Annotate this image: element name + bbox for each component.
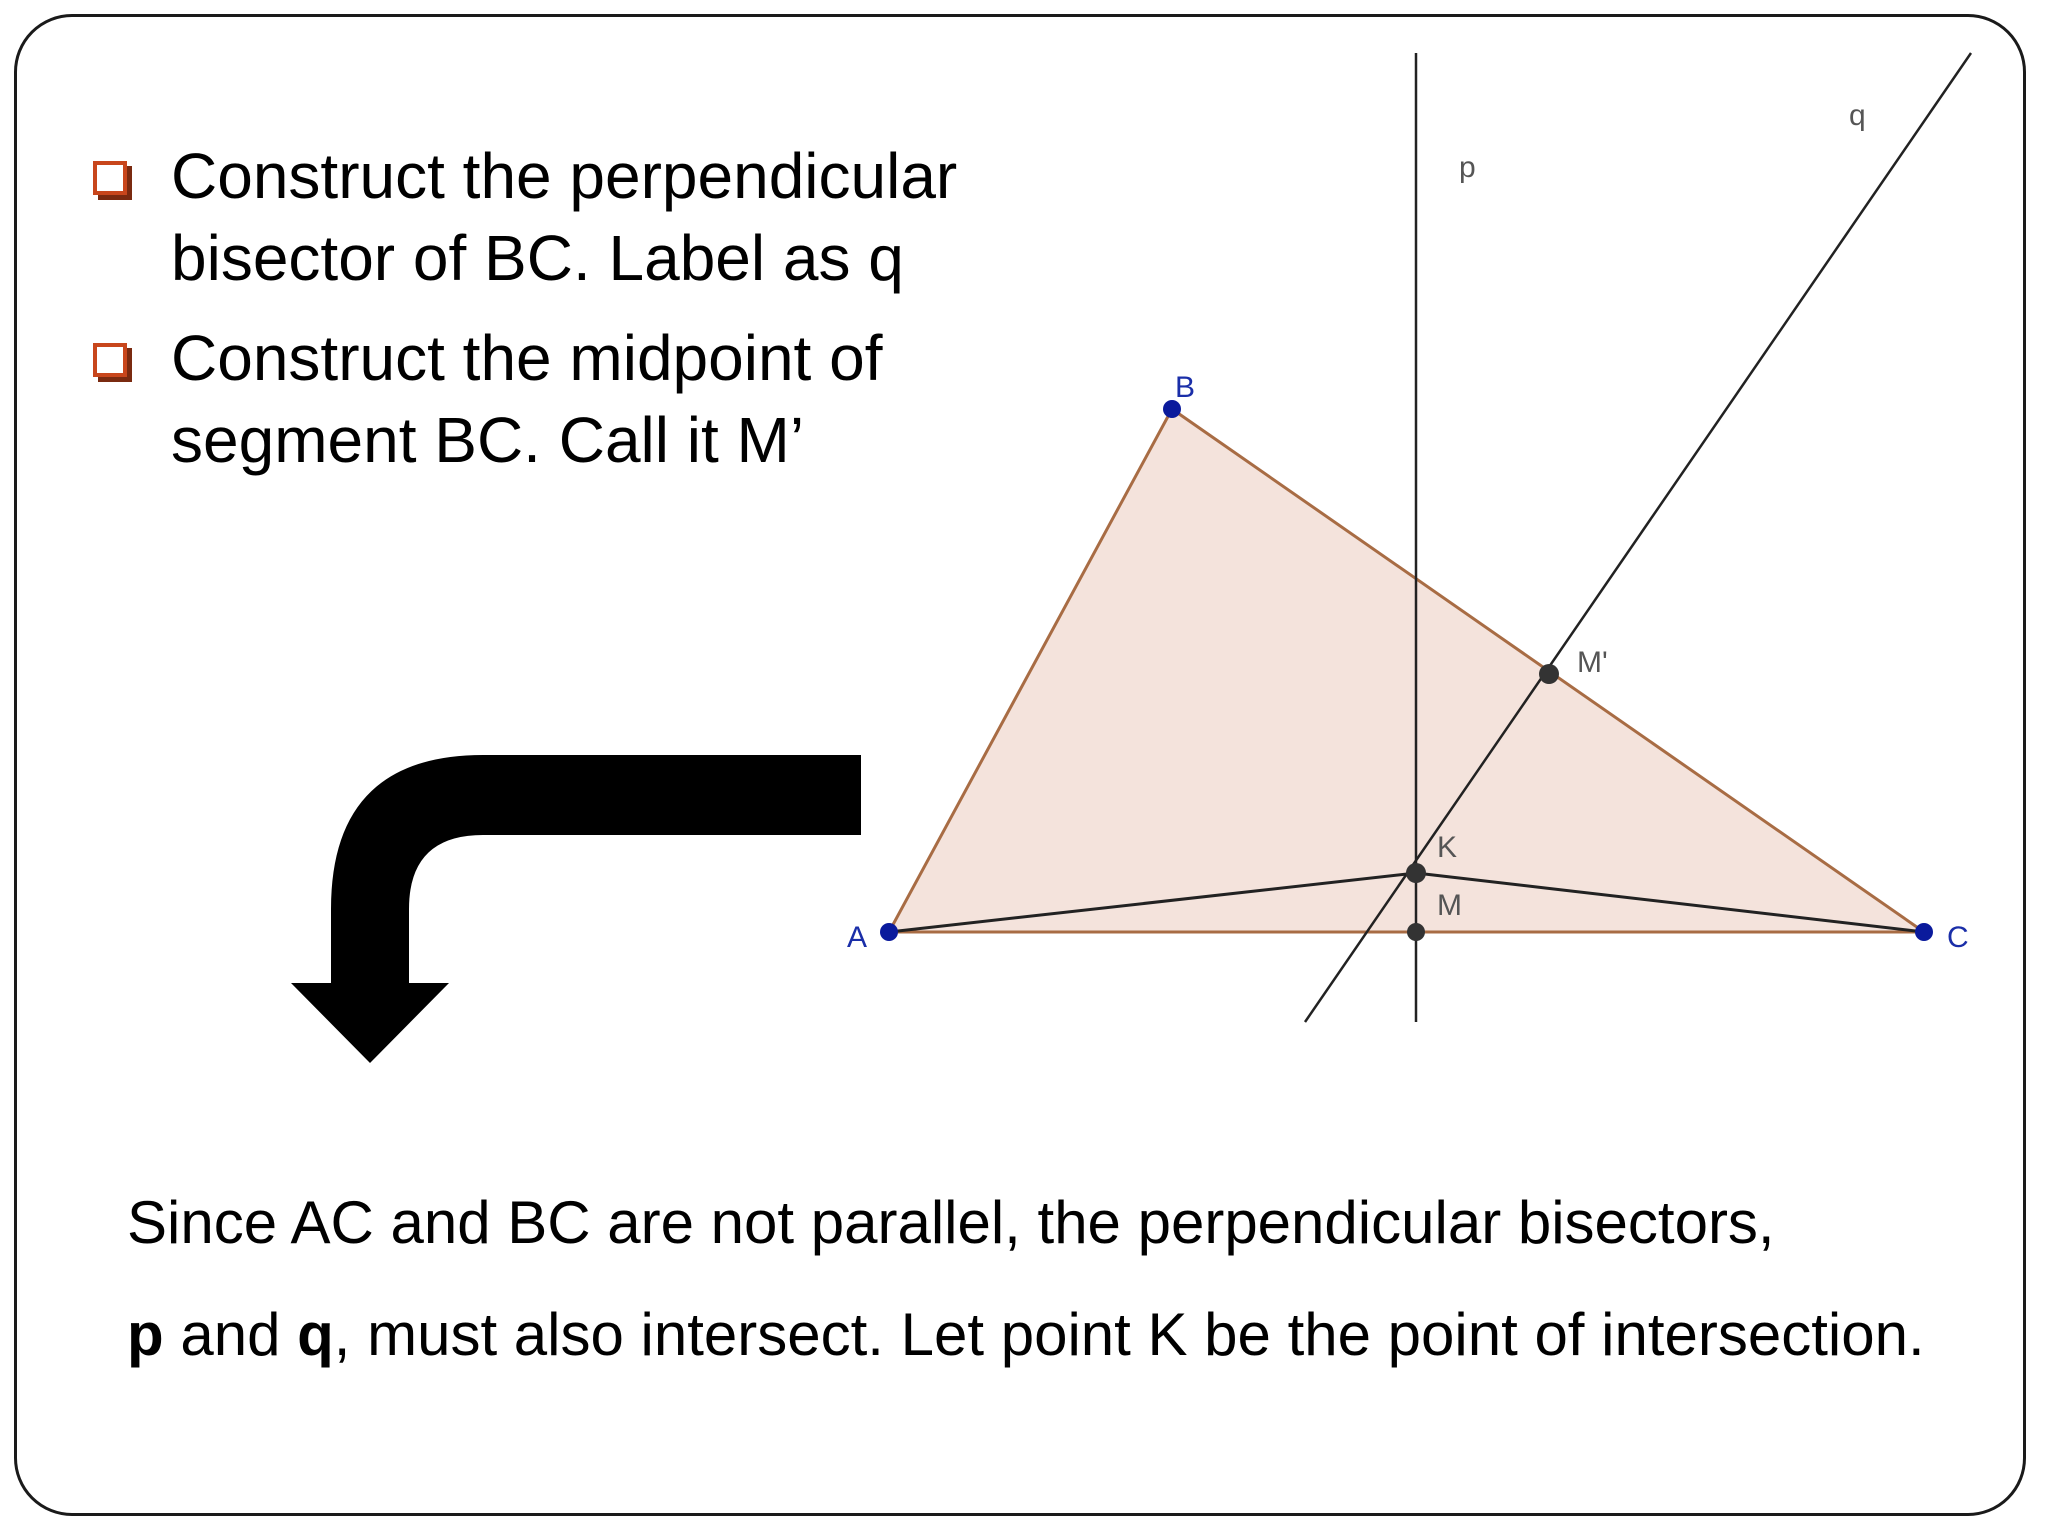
- label-line-q: q: [1849, 99, 1866, 132]
- bullet-text: Construct the perpendicular bisector of …: [171, 140, 958, 294]
- label-b: B: [1175, 371, 1195, 404]
- caption-line-1: Since AC and BC are not parallel, the pe…: [127, 1189, 1775, 1256]
- segment-ak: [888, 871, 1417, 934]
- bullet-text: Construct the midpoint of segment BC. Ca…: [171, 322, 883, 476]
- slide: Construct the perpendicular bisector of …: [14, 14, 2026, 1516]
- label-a: A: [847, 921, 867, 954]
- triangle-abc: [886, 406, 1929, 934]
- checkbox-bullet-icon: [93, 161, 127, 195]
- segment-kc: [1415, 871, 1925, 934]
- bisector-line-q: [1303, 52, 1973, 1023]
- label-m-prime: M': [1577, 646, 1608, 679]
- caption-rest: , must also intersect. Let point K be th…: [333, 1301, 1925, 1368]
- curved-down-arrow-icon: [291, 755, 861, 1063]
- caption-q: q: [297, 1301, 334, 1368]
- point-c: [1915, 923, 1933, 941]
- label-c: C: [1947, 921, 1969, 954]
- caption-line-2: p and q, must also intersect. Let point …: [127, 1279, 2023, 1391]
- geometry-figure: A B C K M M' p q: [291, 52, 1973, 1063]
- caption-p: p: [127, 1301, 164, 1368]
- label-line-p: p: [1459, 151, 1476, 184]
- label-k: K: [1437, 831, 1457, 864]
- point-b: [1163, 400, 1181, 418]
- point-a: [880, 923, 898, 941]
- bullet-item: Construct the midpoint of segment BC. Ca…: [89, 317, 969, 481]
- point-m-prime: [1539, 664, 1559, 684]
- bullet-item: Construct the perpendicular bisector of …: [89, 135, 969, 299]
- point-k: [1406, 863, 1426, 883]
- checkbox-bullet-icon: [93, 343, 127, 377]
- caption-and: and: [163, 1301, 298, 1368]
- point-m: [1407, 923, 1425, 941]
- label-m: M: [1437, 889, 1462, 922]
- bullet-list: Construct the perpendicular bisector of …: [89, 135, 969, 499]
- caption: Since AC and BC are not parallel, the pe…: [127, 1167, 2023, 1391]
